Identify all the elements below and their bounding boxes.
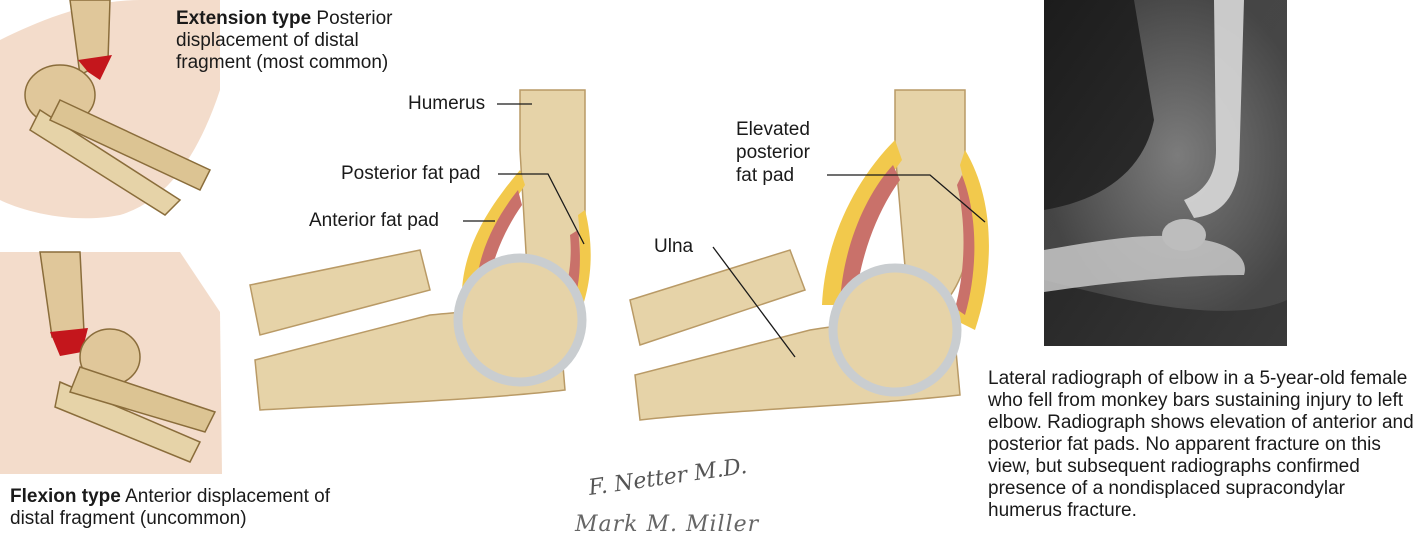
elevated-fat-pad-leader bbox=[827, 175, 985, 222]
radiograph-caption: Lateral radiograph of elbow in a 5-year-… bbox=[988, 368, 1418, 522]
ulna-label: Ulna bbox=[654, 236, 693, 258]
ulna-leader bbox=[713, 247, 795, 357]
elevated-line-2: posterior bbox=[736, 141, 810, 164]
humerus-label: Humerus bbox=[408, 93, 485, 115]
posterior-fat-pad-leader bbox=[498, 174, 584, 244]
anterior-fat-pad-label: Anterior fat pad bbox=[309, 210, 439, 232]
elevated-posterior-fat-pad-label: Elevated posterior fat pad bbox=[736, 118, 810, 187]
posterior-fat-pad-label: Posterior fat pad bbox=[341, 163, 480, 185]
elevated-line-1: Elevated bbox=[736, 118, 810, 141]
miller-signature: Mark M. Miller bbox=[575, 512, 759, 537]
elbow-radiograph bbox=[1044, 0, 1287, 346]
elevated-line-3: fat pad bbox=[736, 164, 810, 187]
